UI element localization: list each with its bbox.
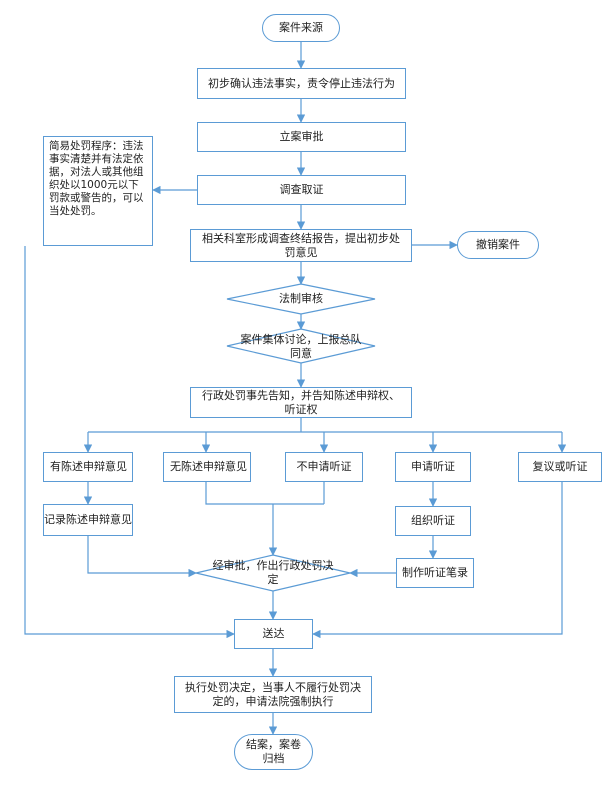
report-box: 相关科室形成调查终结报告，提出初步处罚意见	[190, 229, 412, 262]
simplified-procedure-text: 简易处罚程序：违法事实清楚并有法定依据，对法人或其他组织处以1000元以下罚款或…	[49, 140, 144, 217]
has-statement-box: 有陈述申辩意见	[43, 452, 133, 482]
collective-label: 案件集体讨论，上报总队同意	[240, 333, 362, 360]
hearing-record-box: 制作听证笔录	[396, 558, 474, 588]
report-label: 相关科室形成调查终结报告，提出初步处罚意见	[202, 231, 400, 259]
notice-box: 行政处罚事先告知，并告知陈述申辩权、听证权	[190, 387, 412, 418]
legal-review-label: 法制审核	[279, 292, 323, 305]
close-case-label: 结案，案卷归档	[246, 738, 301, 765]
investigate-box: 调查取证	[197, 175, 406, 205]
investigate-label: 调查取证	[279, 183, 324, 196]
revoke-case-label: 撤销案件	[476, 238, 520, 251]
decision-label-wrap: 经审批，作出行政处罚决定	[212, 558, 334, 588]
apply-hearing-label: 申请听证	[411, 460, 455, 473]
hearing-record-label: 制作听证笔录	[402, 566, 468, 579]
case-source-terminal: 案件来源	[262, 14, 340, 42]
execute-label: 执行处罚决定，当事人不履行处罚决定的，申请法院强制执行	[185, 680, 361, 708]
simplified-procedure-note: 简易处罚程序：违法事实清楚并有法定依据，对法人或其他组织处以1000元以下罚款或…	[43, 136, 153, 246]
deliver-box: 送达	[234, 619, 313, 649]
organize-hearing-box: 组织听证	[395, 506, 471, 536]
case-source-label: 案件来源	[279, 21, 323, 34]
reconsider-box: 复议或听证	[518, 452, 602, 482]
no-statement-label: 无陈述申辩意见	[170, 460, 247, 473]
legal-review-label-wrap: 法制审核	[252, 291, 350, 307]
apply-hearing-box: 申请听证	[395, 452, 471, 482]
confirm-violation-box: 初步确认违法事实，责令停止违法行为	[197, 68, 406, 99]
execute-box: 执行处罚决定，当事人不履行处罚决定的，申请法院强制执行	[174, 676, 372, 713]
register-approval-label: 立案审批	[279, 130, 324, 143]
record-statement-label: 记录陈述申辩意见	[44, 513, 132, 526]
revoke-case-terminal: 撤销案件	[457, 231, 539, 259]
no-statement-box: 无陈述申辩意见	[163, 452, 251, 482]
reconsider-label: 复议或听证	[532, 460, 588, 473]
register-approval-box: 立案审批	[197, 122, 406, 152]
decision-label: 经审批，作出行政处罚决定	[212, 559, 334, 586]
has-statement-label: 有陈述申辩意见	[50, 460, 127, 473]
no-hearing-label: 不申请听证	[296, 460, 352, 473]
collective-label-wrap: 案件集体讨论，上报总队同意	[238, 332, 364, 362]
close-case-terminal: 结案，案卷归档	[234, 734, 313, 770]
no-hearing-box: 不申请听证	[285, 452, 363, 482]
deliver-label: 送达	[262, 627, 285, 640]
confirm-violation-label: 初步确认违法事实，责令停止违法行为	[208, 76, 395, 90]
record-statement-box: 记录陈述申辩意见	[43, 504, 133, 536]
notice-label: 行政处罚事先告知，并告知陈述申辩权、听证权	[202, 388, 400, 416]
organize-hearing-label: 组织听证	[411, 514, 455, 527]
